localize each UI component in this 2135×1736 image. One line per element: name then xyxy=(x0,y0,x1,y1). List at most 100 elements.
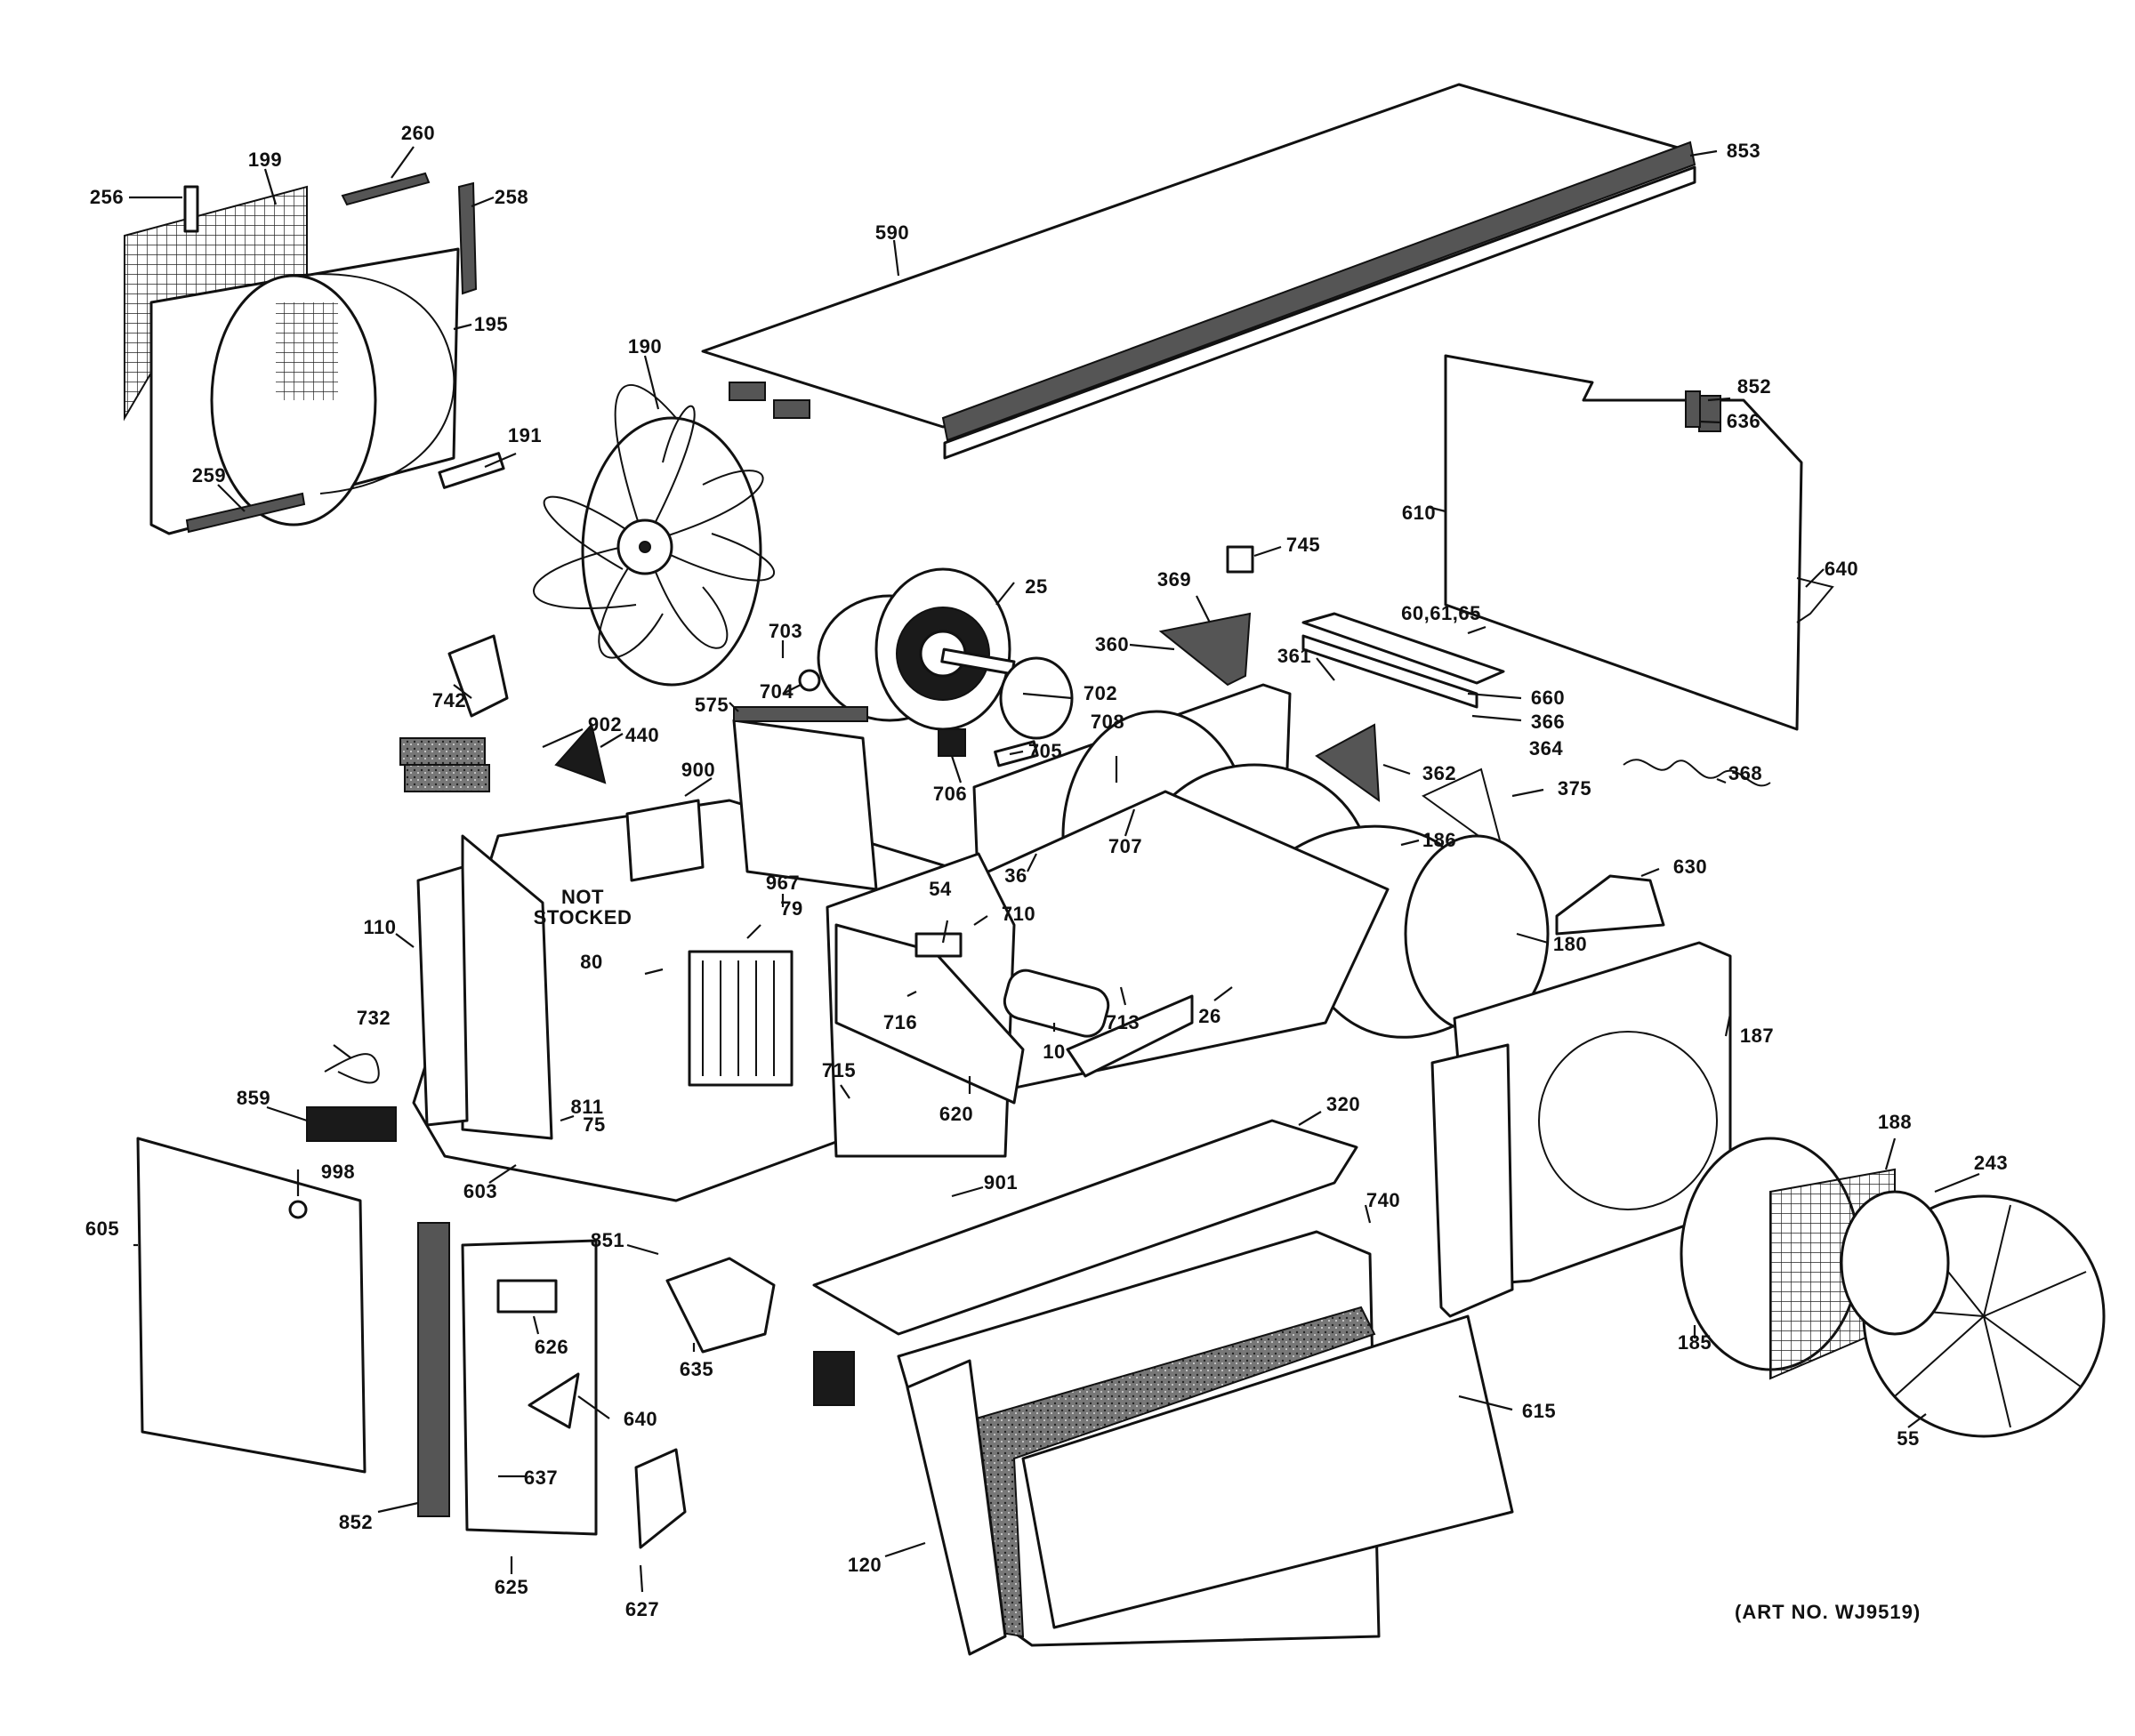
bracket-640b xyxy=(528,1372,580,1429)
label-710: 710 xyxy=(1001,903,1036,925)
foam-852-lower xyxy=(417,1222,450,1517)
washer-704 xyxy=(798,669,821,692)
label-625: 625 xyxy=(494,1576,529,1598)
not-stocked-line1: NOT xyxy=(561,885,604,908)
not-stocked-line2: STOCKED xyxy=(533,906,632,928)
side-panel-610 xyxy=(1444,354,1834,731)
label-967: 967 xyxy=(765,872,801,894)
label-620: 620 xyxy=(939,1103,974,1125)
label-742: 742 xyxy=(431,689,467,711)
pad-902a xyxy=(399,737,486,766)
label-640a: 640 xyxy=(1824,558,1859,580)
label-603: 603 xyxy=(463,1180,498,1202)
top-cover-590 xyxy=(701,83,1696,460)
bracket-440 xyxy=(554,722,607,784)
label-199: 199 xyxy=(247,149,283,171)
bracket-627 xyxy=(634,1448,687,1549)
triangle-362 xyxy=(1315,723,1381,803)
label-852a: 852 xyxy=(1736,375,1772,398)
bar-660 xyxy=(1301,612,1505,685)
label-610: 610 xyxy=(1401,502,1437,524)
label-187: 187 xyxy=(1739,1025,1775,1047)
label-901: 901 xyxy=(983,1171,1019,1194)
label-732: 732 xyxy=(356,1007,391,1029)
label-26: 26 xyxy=(1198,1005,1221,1027)
label-706: 706 xyxy=(932,783,968,805)
label-627: 627 xyxy=(624,1598,660,1620)
front-panel-615 xyxy=(897,1230,1514,1656)
panel-575 xyxy=(732,719,878,891)
label-713: 713 xyxy=(1105,1011,1140,1033)
label-25: 25 xyxy=(1025,575,1048,598)
label-605: 605 xyxy=(85,1218,120,1240)
label-590: 590 xyxy=(874,221,910,244)
label-190: 190 xyxy=(627,335,663,358)
label-364: 364 xyxy=(1528,737,1564,760)
cover-742 xyxy=(447,634,509,718)
bushing-706 xyxy=(938,728,966,757)
label-186: 186 xyxy=(1422,829,1457,851)
label-900: 900 xyxy=(681,759,716,781)
label-258: 258 xyxy=(494,186,529,208)
strip-259 xyxy=(185,492,306,534)
label-320: 320 xyxy=(1325,1093,1361,1115)
label-75: 75 xyxy=(583,1113,606,1136)
label-120: 120 xyxy=(847,1554,882,1576)
label-256: 256 xyxy=(89,186,125,208)
label-740: 740 xyxy=(1366,1189,1401,1211)
label-10: 10 xyxy=(1043,1041,1066,1063)
label-704: 704 xyxy=(759,680,794,703)
end-panel-605 xyxy=(136,1137,367,1474)
label-54: 54 xyxy=(929,878,952,900)
label-362: 362 xyxy=(1422,762,1457,784)
pad-902b xyxy=(404,764,490,792)
wheel-spokes xyxy=(1872,1204,2087,1428)
bracket-635 xyxy=(665,1257,776,1354)
label-635: 635 xyxy=(679,1358,714,1380)
switch-54 xyxy=(914,932,963,958)
label-360: 360 xyxy=(1094,633,1130,655)
label-660: 660 xyxy=(1530,687,1566,709)
motor-25 xyxy=(817,567,1016,731)
label-745: 745 xyxy=(1285,534,1321,556)
tray-320 xyxy=(812,1119,1358,1336)
plate-626 xyxy=(496,1279,558,1314)
label-859: 859 xyxy=(236,1087,271,1109)
bracket-630 xyxy=(1555,874,1665,936)
strip-258 xyxy=(457,181,478,295)
label-902: 902 xyxy=(587,713,623,735)
label-716: 716 xyxy=(882,1011,918,1033)
block-dark xyxy=(813,1351,855,1406)
label-60-61-65: 60,61,65 xyxy=(1401,602,1481,624)
label-637: 637 xyxy=(523,1467,559,1489)
leader-lines xyxy=(129,146,1980,1593)
label-180: 180 xyxy=(1552,933,1588,955)
label-853: 853 xyxy=(1726,140,1761,162)
label-998: 998 xyxy=(320,1161,356,1183)
strip-260 xyxy=(341,172,431,206)
fan-blade-190 xyxy=(533,384,776,687)
bracket-369 xyxy=(1158,612,1252,687)
label-705: 705 xyxy=(1027,740,1063,762)
label-243: 243 xyxy=(1973,1152,2009,1174)
spring-368 xyxy=(1623,759,1771,787)
art-number: (ART NO. WJ9519) xyxy=(1735,1601,1922,1623)
label-195: 195 xyxy=(473,313,509,335)
label-188: 188 xyxy=(1877,1111,1913,1133)
heater-75 xyxy=(688,950,794,1087)
clip-745 xyxy=(1226,545,1254,574)
label-703: 703 xyxy=(768,620,803,642)
label-80: 80 xyxy=(580,951,603,973)
knob-998 xyxy=(288,1200,308,1219)
label-702: 702 xyxy=(1083,682,1118,704)
ring-243 xyxy=(1840,1190,1950,1336)
label-708: 708 xyxy=(1090,711,1125,733)
panel-625 xyxy=(461,1239,598,1536)
label-79: 79 xyxy=(780,897,803,920)
label-110: 110 xyxy=(363,916,397,938)
label-715: 715 xyxy=(821,1059,857,1081)
label-369: 369 xyxy=(1156,568,1192,591)
brace-panel xyxy=(1430,1043,1514,1318)
label-366: 366 xyxy=(1530,711,1566,733)
